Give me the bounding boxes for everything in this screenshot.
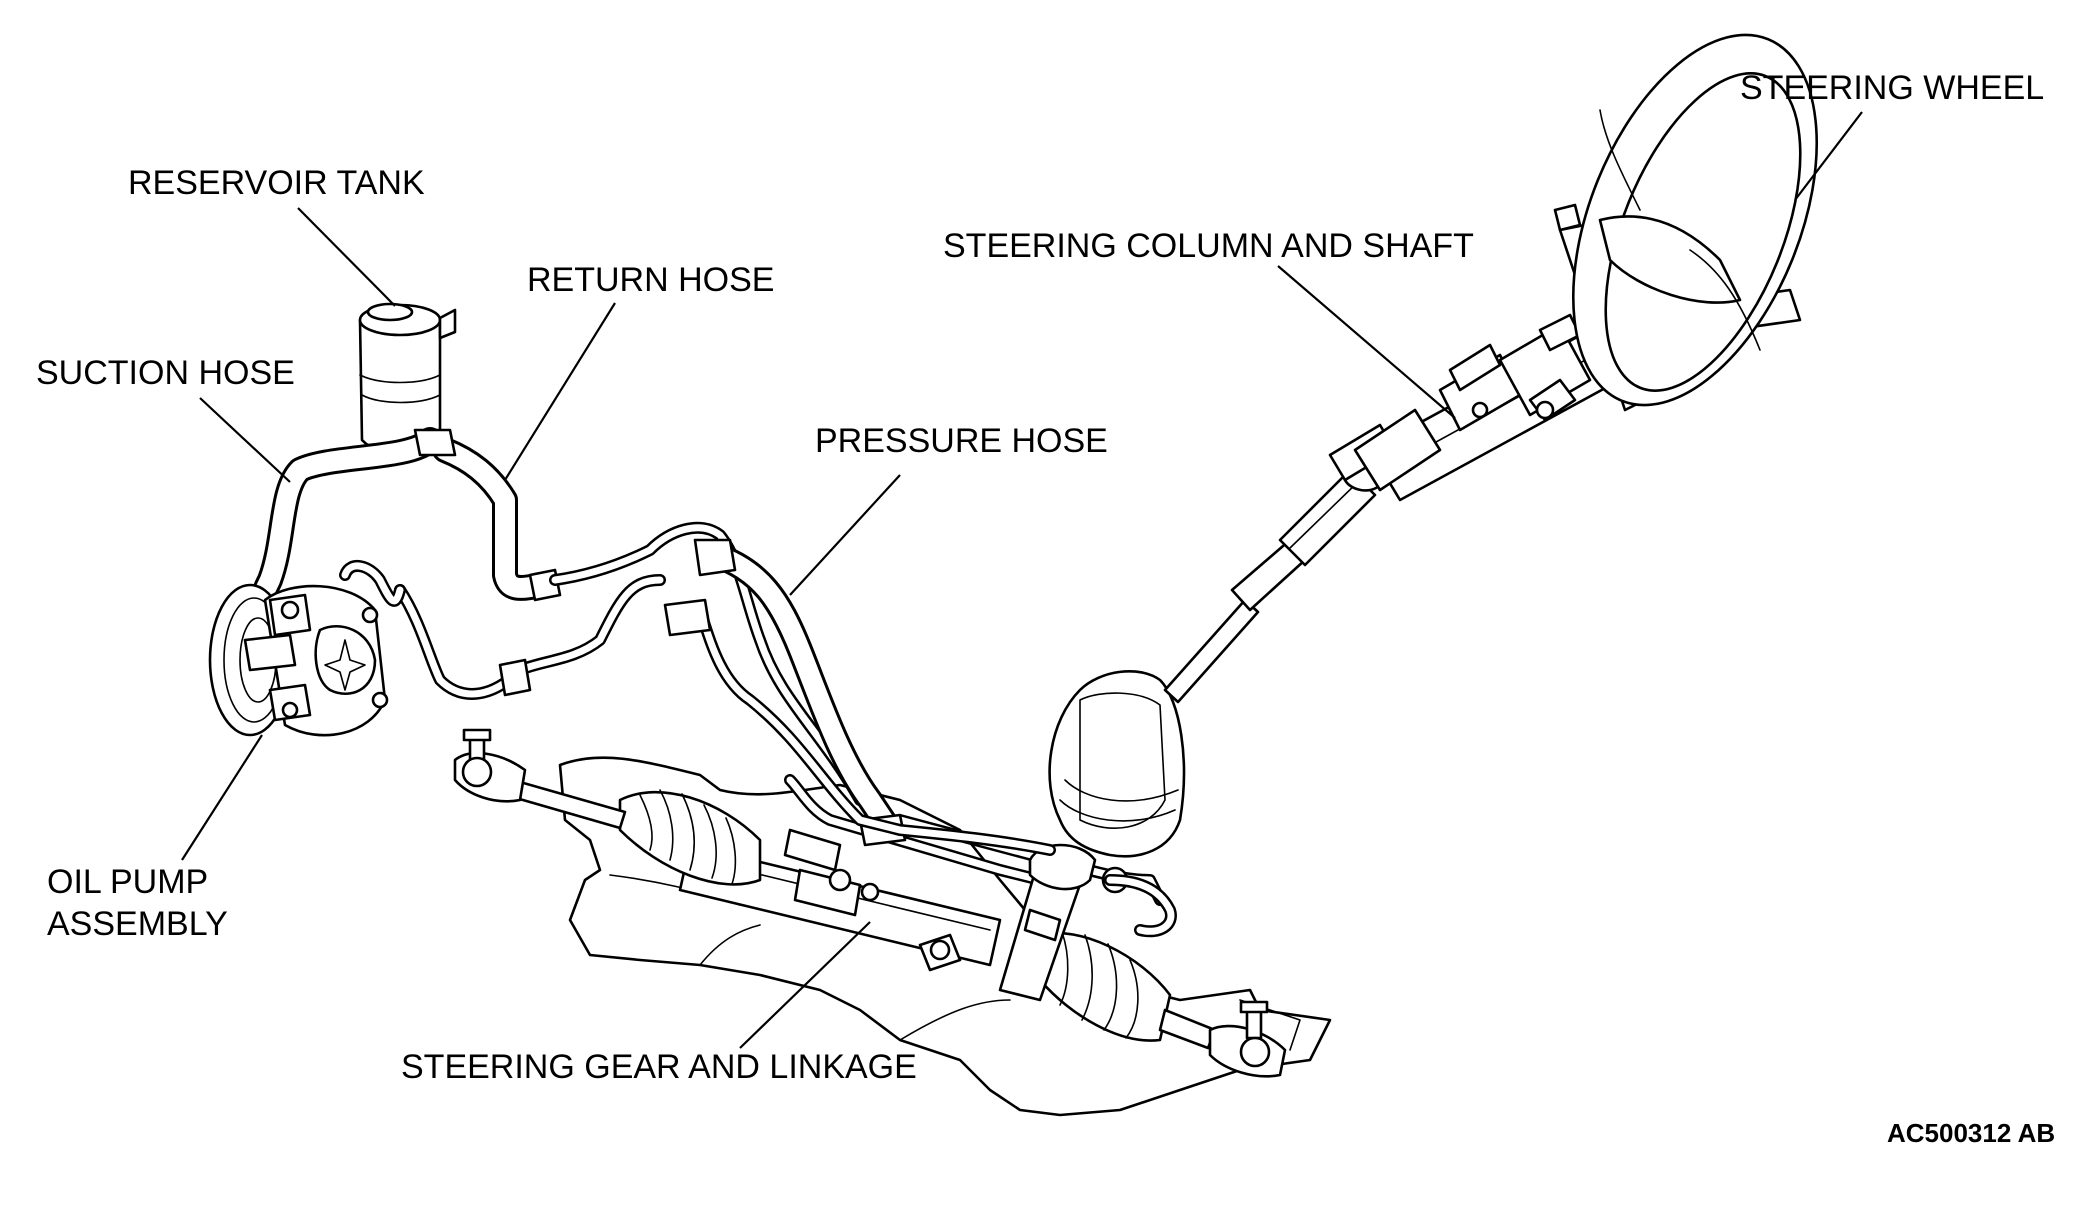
label-suction-hose: SUCTION HOSE <box>36 354 295 392</box>
left-rack-boot <box>618 789 762 886</box>
leader-reservoir-tank <box>297 207 396 307</box>
left-tie-rod-end <box>453 728 627 830</box>
label-oil-pump-line2: ASSEMBLY <box>47 905 228 943</box>
return-hose <box>413 428 562 602</box>
label-steering-gear-and-linkage: STEERING GEAR AND LINKAGE <box>401 1048 917 1086</box>
leader-return-hose <box>504 302 616 481</box>
right-tie-rod-end <box>1158 1000 1287 1078</box>
label-pressure-hose: PRESSURE HOSE <box>815 422 1108 460</box>
reservoir-tank <box>358 302 457 455</box>
right-rack-boot <box>1038 931 1172 1042</box>
label-reservoir-tank: RESERVOIR TANK <box>128 164 425 202</box>
leader-oil-pump <box>181 734 263 861</box>
dash-boot <box>1048 669 1186 858</box>
label-return-hose: RETURN HOSE <box>527 261 775 299</box>
leader-steering-column <box>1277 265 1456 419</box>
leader-steering-gear <box>739 921 871 1049</box>
intermediate-shaft <box>1163 456 1382 704</box>
label-steering-column-and-shaft: STEERING COLUMN AND SHAFT <box>943 227 1474 265</box>
leader-suction-hose <box>199 397 291 483</box>
leader-lines <box>181 111 1863 1049</box>
steering-wheel <box>1571 33 1819 407</box>
label-steering-wheel: STEERING WHEEL <box>1740 69 2045 107</box>
figure-code: AC500312 AB <box>1887 1118 2056 1148</box>
label-oil-pump-line1: OIL PUMP <box>47 863 209 901</box>
leader-steering-wheel <box>1794 111 1863 201</box>
oil-pump-assembly <box>208 560 406 737</box>
leader-pressure-hose <box>789 474 901 596</box>
pressure-line-to-gear <box>663 598 1177 938</box>
